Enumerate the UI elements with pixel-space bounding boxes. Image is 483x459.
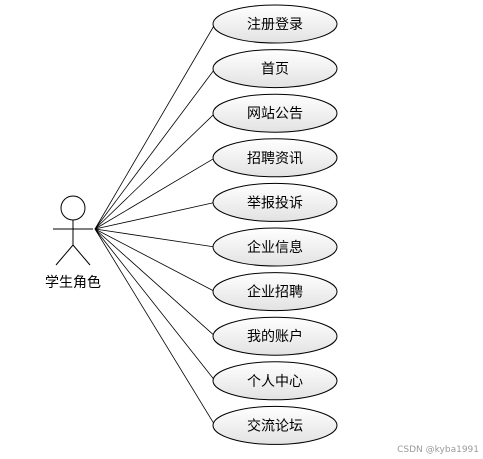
association-line (94, 228, 216, 426)
association-line (94, 228, 216, 248)
association-line (94, 68, 216, 230)
use-case-label: 网站公告 (247, 106, 303, 122)
use-case-label: 企业信息 (247, 239, 303, 256)
use-case-ellipse: 我的账户 (212, 316, 338, 356)
use-case-label: 个人中心 (247, 374, 303, 390)
actor-label: 学生角色 (45, 275, 101, 291)
association-line (94, 23, 216, 230)
use-case-ellipse: 首页 (212, 49, 338, 89)
use-case-shape (212, 138, 338, 178)
use-case-shape (212, 4, 338, 44)
use-case-shape (212, 182, 338, 222)
association-lines (94, 23, 216, 426)
association-line (94, 112, 216, 230)
student-actor-figure (53, 195, 93, 266)
use-case-label: 我的账户 (247, 328, 303, 345)
use-case-ellipse: 注册登录 (212, 4, 338, 44)
use-case-label: 举报投诉 (247, 195, 303, 211)
use-case-shape (212, 361, 338, 401)
use-case-ellipse: 交流论坛 (212, 405, 338, 445)
association-line (94, 228, 216, 382)
actor-head (60, 195, 86, 221)
actor-right-leg (72, 244, 91, 266)
use-case-shape (212, 316, 338, 356)
association-line (94, 202, 216, 230)
actor-left-leg (55, 244, 74, 266)
use-case-ellipse: 网站公告 (212, 93, 338, 133)
use-case-shape (212, 405, 338, 445)
watermark: CSDN @kyba1991 (397, 445, 479, 455)
use-case-shape (212, 93, 338, 133)
use-case-shape (212, 227, 338, 267)
use-case-ellipse: 招聘资讯 (212, 138, 338, 178)
association-line (94, 228, 216, 292)
use-case-shape (212, 49, 338, 89)
association-line (94, 228, 216, 337)
use-case-ellipse: 企业信息 (212, 227, 338, 267)
use-case-label: 注册登录 (247, 17, 303, 33)
association-line (94, 157, 216, 230)
use-case-label: 首页 (261, 62, 289, 78)
use-case-shape (212, 272, 338, 312)
use-case-ellipse: 企业招聘 (212, 272, 338, 312)
use-case-label: 交流论坛 (247, 417, 303, 434)
use-case-ellipse: 个人中心 (212, 361, 338, 401)
use-case-label: 企业招聘 (247, 284, 303, 301)
use-case-ellipse: 举报投诉 (212, 182, 338, 222)
use-case-label: 招聘资讯 (247, 151, 303, 167)
